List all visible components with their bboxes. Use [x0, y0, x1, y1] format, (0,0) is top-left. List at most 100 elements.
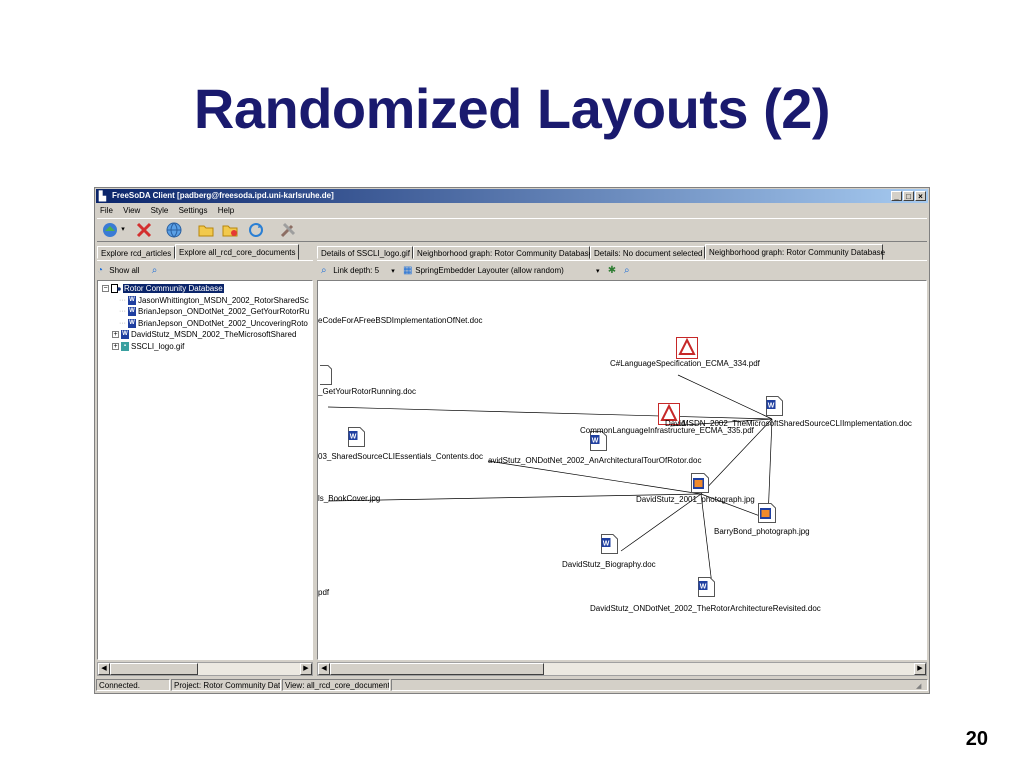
menu-settings[interactable]: Settings [178, 206, 208, 215]
scroll-right-icon[interactable]: ▶ [300, 663, 312, 675]
neighborhood-graph: eCodeForAFreeBSDImplementationOfNet.doc … [318, 281, 926, 659]
svg-text:W: W [350, 434, 357, 441]
show-all-icon: ◔ [97, 264, 104, 276]
tree-root[interactable]: − Rotor Community Database [102, 283, 309, 295]
node-label: DavidStutz_2001_photograph.jpg [636, 495, 755, 504]
image-file-icon: ▪ [121, 341, 129, 351]
node-label: avidStutz_ONDotNet_2002_AnArchitecturalT… [488, 456, 702, 465]
folder-open-icon[interactable] [221, 221, 239, 239]
graph-edge [620, 493, 702, 552]
node-label: ls_BookCover.jpg [318, 494, 381, 503]
show-all-button[interactable]: Show all [109, 266, 140, 275]
apply-layout-icon[interactable]: ✱ [607, 264, 617, 276]
menu-style[interactable]: Style [150, 206, 169, 215]
graph-edge [669, 418, 773, 427]
word-doc-icon[interactable]: W [590, 431, 607, 451]
node-label: DavidStutz_Biography.doc [562, 560, 656, 569]
layouter-icon: ▦ [403, 264, 413, 276]
maximize-button[interactable]: □ [903, 191, 914, 201]
tab-explore-rcd-articles[interactable]: Explore rcd_articles [97, 246, 175, 259]
word-doc-icon[interactable]: W [601, 534, 618, 554]
left-panel: Explore rcd_articles Explore all_rcd_cor… [97, 244, 313, 678]
expand-icon[interactable]: + [112, 342, 119, 350]
graph-edge [487, 460, 702, 495]
word-doc-icon[interactable]: W [698, 577, 715, 597]
graph-edge [700, 493, 714, 594]
scroll-thumb[interactable] [110, 663, 198, 675]
collapse-icon[interactable]: − [102, 285, 109, 293]
graph-edge [327, 406, 773, 420]
right-horizontal-scrollbar[interactable]: ◀ ▶ [317, 662, 927, 676]
folder-icon[interactable] [197, 221, 215, 239]
connect-dropdown-chevron-icon[interactable]: ▾ [121, 226, 125, 233]
link-depth-select[interactable]: Link depth: 5 [333, 266, 380, 275]
graph-canvas[interactable]: eCodeForAFreeBSDImplementationOfNet.doc … [317, 280, 927, 660]
tab-details-no-document[interactable]: Details: No document selected [590, 246, 705, 259]
zoom-icon[interactable]: ⌕ [624, 264, 630, 276]
search-icon[interactable]: ⌕ [151, 264, 158, 276]
tree-item-label: SSCLI_logo.gif [131, 341, 185, 351]
word-doc-icon: W [128, 318, 136, 328]
tree-item-label: BrianJepson_ONDotNet_2002_GetYourRotorRu [138, 307, 310, 316]
menu-file[interactable]: File [100, 206, 113, 215]
layouter-select[interactable]: SpringEmbedder Layouter (allow random) [415, 266, 564, 275]
resize-grip-icon[interactable]: ◢ [916, 683, 922, 690]
node-label: CommonLanguageInfrastructure_ECMA_335.pd… [580, 426, 754, 435]
scroll-right-icon[interactable]: ▶ [914, 663, 926, 675]
menu-view[interactable]: View [123, 206, 141, 215]
tree-item[interactable]: +▪SSCLI_logo.gif [102, 341, 309, 353]
pdf-icon[interactable] [658, 403, 680, 425]
image-file-icon[interactable] [758, 503, 776, 523]
menu-help[interactable]: Help [217, 206, 235, 215]
node-label: eCodeForAFreeBSDImplementationOfNet.doc [318, 316, 483, 325]
node-label: DavidStutz_ONDotNet_2002_TheRotorArchite… [590, 604, 821, 613]
word-doc-icon[interactable]: W [766, 396, 783, 416]
word-doc-icon: W [128, 307, 136, 317]
node-label: MSDN_2002_TheMicrosoftSharedSourceCLIImp… [682, 419, 912, 428]
scroll-left-icon[interactable]: ◀ [318, 663, 330, 675]
pdf-icon[interactable] [676, 337, 698, 359]
left-tabs: Explore rcd_articles Explore all_rcd_cor… [97, 244, 313, 261]
image-file-icon[interactable] [691, 473, 709, 493]
layouter-chevron-icon[interactable]: ▾ [596, 268, 600, 275]
graph-edge [767, 418, 773, 520]
left-subbar: ◔ Show all ⌕ [97, 263, 313, 278]
node-label: David [665, 419, 686, 428]
node-label: 03_SharedSourceCLIEssentials_Contents.do… [318, 452, 483, 461]
disconnect-icon[interactable] [135, 221, 153, 239]
svg-text:W: W [603, 541, 610, 548]
scroll-thumb[interactable] [330, 663, 544, 675]
tab-neighborhood-graph-active[interactable]: Neighborhood graph: Rotor Community Data… [705, 244, 885, 260]
left-horizontal-scrollbar[interactable]: ◀ ▶ [97, 662, 313, 676]
slide-title: Randomized Layouts (2) [193, 77, 831, 140]
word-doc-icon[interactable]: W [348, 427, 365, 447]
word-doc-icon[interactable] [320, 365, 337, 385]
tab-details-sscli-logo[interactable]: Details of SSCLI_logo.gif [317, 246, 413, 259]
expand-icon[interactable]: + [112, 331, 119, 339]
node-label: C#LanguageSpecification_ECMA_334.pdf [610, 359, 760, 368]
graph-edges [327, 374, 773, 594]
refresh-icon[interactable] [247, 221, 265, 239]
word-doc-icon: W [121, 330, 129, 340]
tools-icon[interactable] [279, 221, 297, 239]
status-connection: Connected. [96, 679, 170, 691]
status-view: View: all_rcd_core_documents [282, 679, 390, 691]
minimize-button[interactable]: _ [891, 191, 902, 201]
node-label: pdf [318, 588, 330, 597]
globe-icon[interactable] [165, 221, 183, 239]
tab-neighborhood-graph[interactable]: Neighborhood graph: Rotor Community Data… [413, 246, 593, 259]
close-button[interactable]: × [915, 191, 926, 201]
link-depth-chevron-icon[interactable]: ▾ [391, 268, 395, 275]
status-bar: Connected. Project: Rotor Community Data… [96, 678, 928, 692]
scroll-left-icon[interactable]: ◀ [98, 663, 110, 675]
window-titlebar[interactable]: ▙FreeSoDA Client [padberg@freesoda.ipd.u… [96, 189, 928, 203]
right-panel: Details of SSCLI_logo.gif Neighborhood g… [317, 244, 927, 678]
connect-icon[interactable] [101, 221, 119, 239]
tree-root-label: Rotor Community Database [123, 284, 224, 293]
tab-explore-all-rcd-core-documents[interactable]: Explore all_rcd_core_documents [175, 244, 299, 260]
svg-text:W: W [700, 584, 707, 591]
